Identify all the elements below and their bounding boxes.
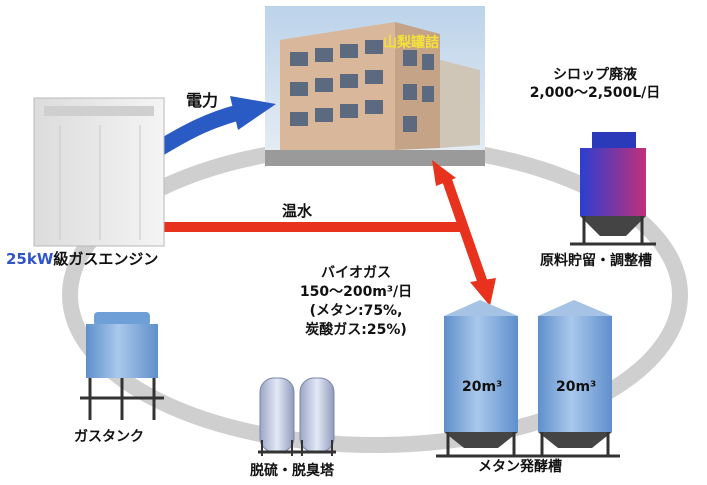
gas-tank-label: ガスタンク xyxy=(74,429,144,445)
hot-water-diagonal xyxy=(442,178,489,288)
gas-engine-label: 25kW級ガスエンジン xyxy=(6,250,158,268)
digester-2-volume: 20m³ xyxy=(556,379,597,395)
factory-building xyxy=(265,6,485,166)
digester-label: メタン発酵槽 xyxy=(478,459,562,475)
power-arrowhead xyxy=(230,96,276,130)
digester-1-volume: 20m³ xyxy=(462,379,503,395)
syrup-title: シロップ廃液 xyxy=(553,67,637,83)
biogas-title: バイオガス xyxy=(321,265,391,281)
raw-material-tank xyxy=(570,132,656,246)
syrup-volume: 2,000〜2,500L/日 xyxy=(529,85,661,101)
power-label: 電力 xyxy=(186,91,219,110)
biogas-co2: 炭酸ガス:25%) xyxy=(305,322,407,338)
methane-digester-1 xyxy=(444,300,518,456)
methane-digester-2 xyxy=(538,300,612,456)
gas-tank xyxy=(80,312,164,420)
syrup-waste-label: シロップ廃液 2,000〜2,500L/日 xyxy=(520,66,670,102)
power-arrow xyxy=(155,104,243,155)
desulfurization-towers xyxy=(258,377,336,456)
biogas-methane: (メタン:75%, xyxy=(309,303,403,319)
hot-water-label: 温水 xyxy=(282,202,313,220)
biogas-volume: 150〜200m³/日 xyxy=(299,284,413,300)
hot-water-arrowhead-down xyxy=(470,278,496,306)
desulfurization-label: 脱硫・脱臭塔 xyxy=(250,463,334,479)
engine-capacity: 25kW xyxy=(6,250,54,268)
gas-engine-unit xyxy=(33,97,165,247)
raw-tank-label: 原料貯留・調整槽 xyxy=(540,253,652,269)
biogas-label: バイオガス 150〜200m³/日 (メタン:75%, 炭酸ガス:25%) xyxy=(276,264,436,340)
engine-type: 級ガスエンジン xyxy=(53,250,159,268)
building-sign: 山梨罐詰 xyxy=(383,35,439,51)
hot-water-arrowhead-up xyxy=(432,160,456,186)
